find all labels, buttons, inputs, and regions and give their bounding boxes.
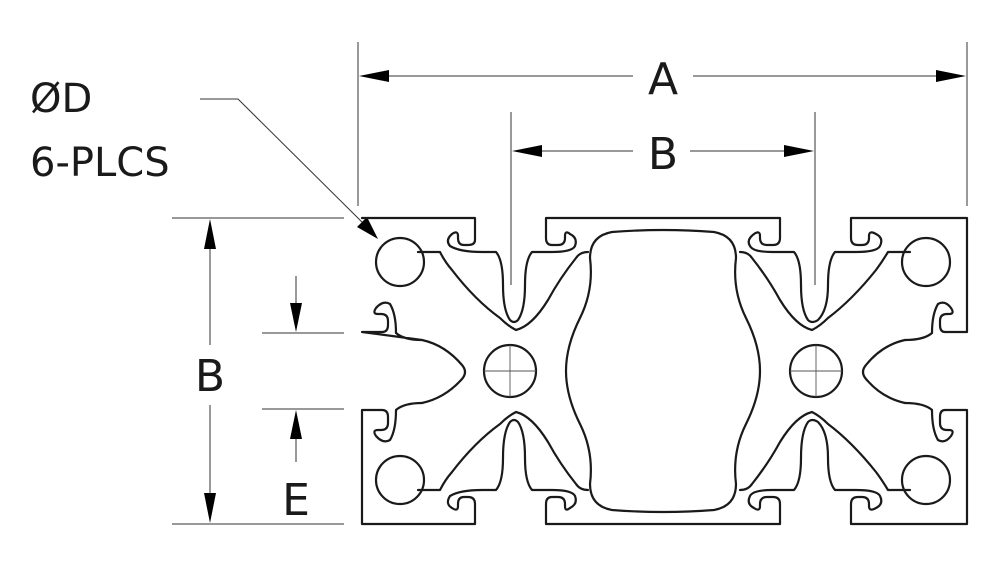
dim-label-a: A [648, 54, 678, 105]
arrow-a-right [936, 70, 966, 82]
callout-count-label: 6-PLCS [30, 140, 170, 186]
pocket-right-upper [738, 250, 912, 332]
arrow-a-left [359, 70, 389, 82]
dim-label-b-vertical: B [195, 351, 225, 402]
hole-top-left [374, 236, 426, 288]
arrow-e-top [290, 303, 302, 332]
dimension-b-horizontal: B [510, 112, 816, 285]
callout-leader-arrow [357, 217, 378, 239]
dim-label-e: E [282, 475, 310, 526]
arrow-b-right [784, 145, 814, 157]
dim-label-b-horizontal: B [648, 129, 678, 180]
hole-bottom-right [900, 454, 952, 506]
pocket-left-lower [416, 410, 590, 492]
pocket-left-upper [416, 250, 590, 332]
tslot-right-inner [861, 338, 907, 405]
tslot-left-inner [420, 338, 467, 405]
tslot-bottom-right-inner [799, 418, 830, 460]
dimension-b-vertical: B [172, 217, 344, 525]
profile-outer-outline [360, 216, 969, 526]
pocket-right-lower [738, 410, 912, 492]
tslot-top-left-inner [501, 283, 527, 324]
arrow-height-top [204, 219, 216, 249]
dimension-a: A [357, 42, 968, 206]
dimension-e: E [262, 276, 344, 526]
callout-leader-line [200, 98, 371, 231]
arrow-b-left [512, 145, 542, 157]
central-hollow [564, 228, 762, 514]
hole-callout: ØD 6-PLCS [30, 76, 378, 239]
hole-bottom-left [374, 454, 426, 506]
arrow-e-bottom [290, 410, 302, 439]
arrow-height-bottom [204, 493, 216, 523]
hole-top-right [900, 236, 952, 288]
extrusion-profile [360, 216, 969, 526]
tslot-bottom-left-inner [501, 418, 527, 460]
tslot-top-right-inner [799, 283, 830, 324]
callout-diameter-label: ØD [30, 76, 92, 122]
